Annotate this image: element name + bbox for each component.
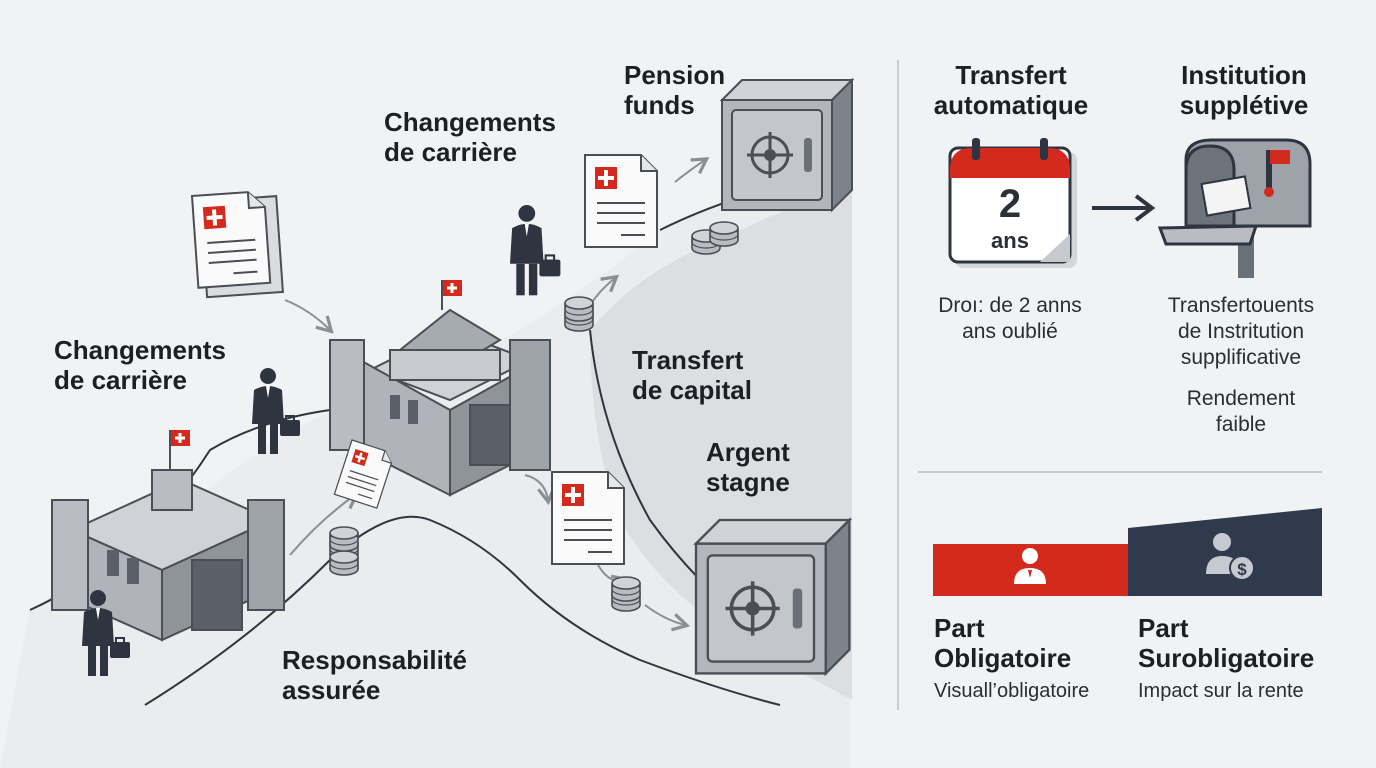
calendar-unit: ans [991, 228, 1029, 253]
castle-icon [329, 308, 551, 497]
calendar-number: 2 [998, 182, 1022, 226]
mailbox-icon [1157, 138, 1312, 278]
money-user-icon: $ [1206, 533, 1255, 581]
document-icon [191, 189, 284, 299]
coins-icon [564, 296, 594, 332]
vault-icon [720, 78, 854, 212]
svg-text:$: $ [1237, 560, 1247, 579]
part-surobligatoire-bar [1128, 508, 1322, 596]
vault-icon [694, 518, 852, 676]
arrow-right-icon [1092, 194, 1156, 222]
coins-icon [611, 576, 641, 612]
calendar-icon [948, 138, 1077, 268]
person-briefcase-icon [508, 203, 562, 297]
castle-icon [51, 469, 285, 642]
document-icon [551, 471, 625, 565]
user-icon [1014, 548, 1046, 584]
part-obligatoire-sub: Visuall’obligatoire [934, 680, 1090, 702]
document-icon [584, 154, 658, 248]
coins-icon [329, 526, 359, 576]
part-surobligatoire-sub: Impact sur la rente [1138, 680, 1304, 702]
